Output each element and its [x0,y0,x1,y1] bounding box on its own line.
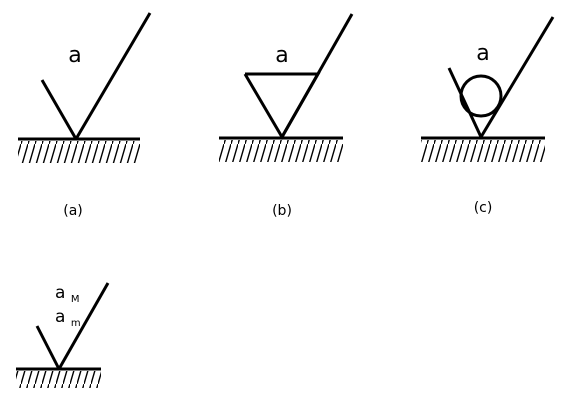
symbol-d-hatching [16,371,101,388]
symbol-b-caption: (b) [272,203,292,219]
symbol-a-long-leg [74,12,152,140]
symbol-d-long-leg [57,282,110,370]
symbol-c-hatching [421,140,545,162]
symbol-b-parameter: a [275,43,288,68]
symbol-b-hatching [219,140,343,162]
symbol-b-triangle [243,72,321,140]
symbol-a-short-leg [40,79,78,140]
symbol-b-material-removal: a (b) [219,13,354,219]
symbol-d-max-letter: a [55,283,65,303]
symbol-d-limits: a M a m [16,282,110,388]
symbol-a-caption: (a) [63,203,83,219]
symbol-c-parameter: a [476,41,489,66]
symbol-d-max-subscript: M [71,294,80,305]
symbol-c-long-leg [479,16,555,138]
symbol-d-short-leg [35,325,61,370]
symbol-a-basic: a (a) [18,12,152,219]
symbol-d-min-subscript: m [71,318,81,329]
symbol-d-min-value: a m [55,307,81,329]
symbol-c-short-leg [447,67,483,138]
symbol-c-circle [459,74,503,118]
symbol-c-no-removal: a (c) [421,16,555,216]
symbol-a-parameter: a [68,43,81,68]
symbol-c-caption: (c) [474,200,493,216]
symbol-a-hatching [18,141,140,163]
symbol-b-long-leg [280,13,354,138]
symbol-d-min-letter: a [55,307,65,327]
symbol-d-max-value: a M [55,283,79,305]
